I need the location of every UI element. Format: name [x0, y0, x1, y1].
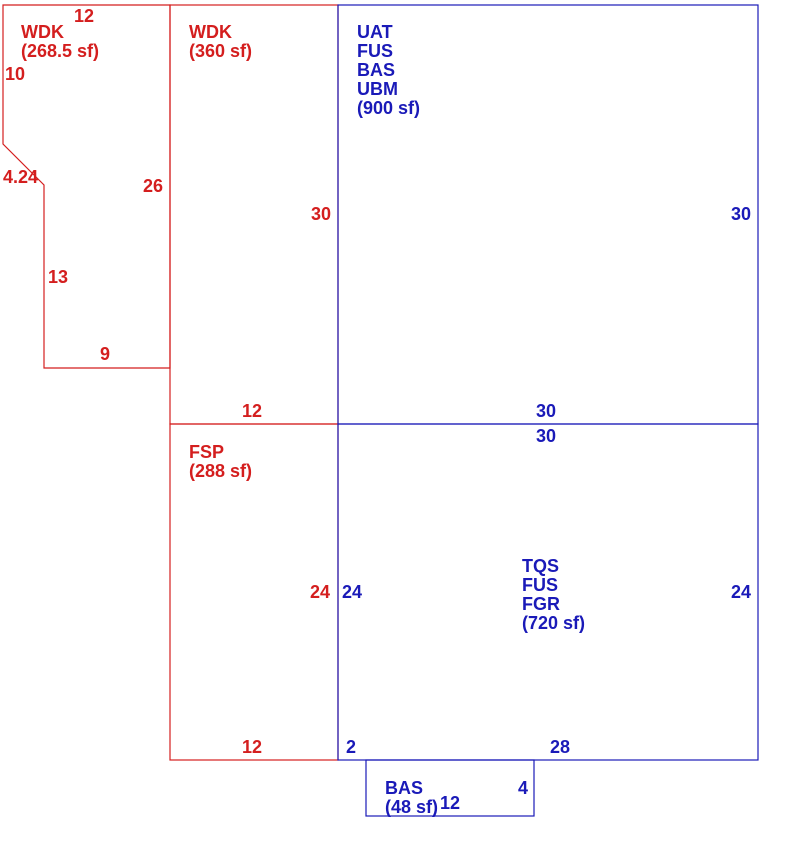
dim-bottom: 12 — [242, 737, 262, 757]
dim-bottom: 9 — [100, 344, 110, 364]
dim-right: 30 — [311, 204, 331, 224]
area-code: FGR — [522, 594, 560, 614]
area-code: WDK — [21, 22, 64, 42]
wdk-left-area: WDK (268.5 sf) 12 10 4.24 26 13 9 — [3, 6, 163, 364]
area-code: BAS — [385, 778, 423, 798]
dim-bottom: 30 — [536, 401, 556, 421]
dim-right: 24 — [731, 582, 751, 602]
dim-left: 24 — [342, 582, 362, 602]
area-size: (360 sf) — [189, 41, 252, 61]
dim-bottom-left: 2 — [346, 737, 356, 757]
dim-top: 30 — [536, 426, 556, 446]
area-code: BAS — [357, 60, 395, 80]
area-code: WDK — [189, 22, 232, 42]
dim-right: 26 — [143, 176, 163, 196]
area-code: FUS — [357, 41, 393, 61]
bas-small-outline — [365, 759, 535, 817]
area-size: (288 sf) — [189, 461, 252, 481]
area-size: (900 sf) — [357, 98, 420, 118]
dim-bottom: 12 — [440, 793, 460, 813]
area-code: FSP — [189, 442, 224, 462]
dim-lower-left: 13 — [48, 267, 68, 287]
dim-top: 12 — [74, 6, 94, 26]
dim-right: 24 — [310, 582, 330, 602]
fsp-area: FSP (288 sf) 24 12 — [189, 442, 330, 757]
bas-small-area: BAS (48 sf) 12 4 — [385, 778, 528, 817]
dim-upper-left: 10 — [5, 64, 25, 84]
area-size: (48 sf) — [385, 797, 438, 817]
main-lower-area: 30 TQS FUS FGR (720 sf) 24 24 2 28 — [342, 426, 751, 757]
main-lower-outline — [337, 423, 759, 761]
area-code: UBM — [357, 79, 398, 99]
area-size: (720 sf) — [522, 613, 585, 633]
main-upper-outline — [337, 4, 759, 425]
area-code: TQS — [522, 556, 559, 576]
area-size: (268.5 sf) — [21, 41, 99, 61]
main-upper-area: UAT FUS BAS UBM (900 sf) 30 30 — [357, 22, 751, 421]
dim-bottom: 28 — [550, 737, 570, 757]
wdk-mid-area: WDK (360 sf) 30 12 — [189, 22, 331, 421]
area-code: FUS — [522, 575, 558, 595]
area-code: UAT — [357, 22, 393, 42]
dim-right: 30 — [731, 204, 751, 224]
dim-bottom: 12 — [242, 401, 262, 421]
dim-diagonal: 4.24 — [3, 167, 38, 187]
dim-right: 4 — [518, 778, 528, 798]
